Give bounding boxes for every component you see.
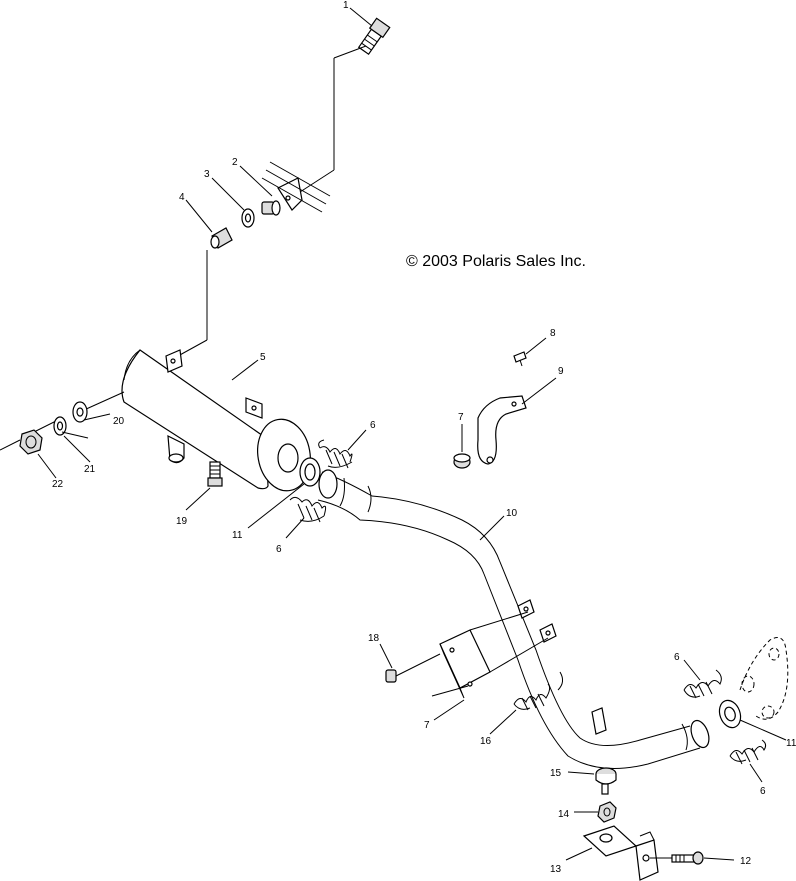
- callout-10: 10: [506, 508, 518, 519]
- callout-3: 3: [204, 169, 210, 180]
- leader-12: [703, 857, 735, 861]
- part-13-bracket: [582, 825, 659, 881]
- part-6-spring-right-lower: [729, 739, 767, 765]
- part-10-exhaust-pipe: [317, 469, 710, 769]
- part-9-bracket: [477, 395, 527, 465]
- callout-4: 4: [179, 192, 185, 203]
- leader-3: [211, 177, 245, 211]
- leader-8: [525, 337, 547, 355]
- leader-6d: [749, 763, 763, 783]
- part-1-bolt: [299, 17, 391, 193]
- part-5-muffler: [121, 349, 311, 492]
- leader-6b: [285, 517, 305, 539]
- part-3-washer: [241, 208, 255, 228]
- part-7-grommet: [453, 453, 471, 469]
- callout-6b: 6: [276, 544, 282, 555]
- callout-1: 1: [343, 0, 349, 11]
- callout-16: 16: [480, 736, 492, 747]
- part-6-spring-lower: [289, 496, 327, 523]
- callout-18: 18: [368, 633, 380, 644]
- callout-2: 2: [232, 157, 238, 168]
- part-11-gasket-upper: [299, 457, 321, 487]
- leader-6a: [347, 429, 367, 451]
- leader-22: [37, 453, 57, 479]
- part-4-spacer: [210, 227, 233, 249]
- part-20-washer: [72, 401, 88, 423]
- callout-7a: 7: [458, 412, 464, 423]
- leader-7b: [433, 699, 465, 721]
- leader-4: [185, 199, 213, 233]
- part-11-gasket-right: [718, 699, 742, 729]
- callout-12: 12: [740, 856, 752, 867]
- part-6-spring-upper: [318, 439, 353, 469]
- callout-20: 20: [113, 416, 125, 427]
- callout-5: 5: [260, 352, 266, 363]
- leader-11a: [247, 483, 305, 529]
- callout-6d: 6: [760, 786, 766, 797]
- callout-21: 21: [84, 464, 96, 475]
- callout-22: 22: [52, 479, 64, 490]
- part-7-block: [439, 629, 491, 699]
- leader-6c: [683, 659, 701, 681]
- callout-15: 15: [550, 768, 562, 779]
- callout-11a: 11: [232, 530, 243, 541]
- leader-5: [231, 359, 259, 381]
- part-2-bracket: [261, 161, 331, 216]
- copyright-text: © 2003 Polaris Sales Inc.: [406, 253, 586, 270]
- leader-13: [565, 847, 593, 861]
- leader-15: [567, 771, 595, 775]
- leader-18: [379, 643, 393, 669]
- callout-19: 19: [176, 516, 188, 527]
- leader-21: [61, 431, 89, 439]
- callout-7b: 7: [424, 720, 430, 731]
- callout-13: 13: [550, 864, 562, 875]
- part-21-lockwasher: [53, 416, 67, 436]
- leader-10: [479, 515, 505, 541]
- part-19-bolt: [207, 461, 223, 487]
- engine-flange-outline: [739, 637, 789, 720]
- part-14-nut: [597, 801, 617, 823]
- part-16-spring: [513, 683, 551, 711]
- leader-9: [521, 377, 557, 405]
- leader-2: [239, 165, 273, 197]
- part-18-bolt: [385, 653, 441, 683]
- callout-6c: 6: [674, 652, 680, 663]
- leader-11b: [739, 719, 787, 741]
- leader-20: [83, 413, 111, 421]
- part-6-spring-right-upper: [683, 669, 722, 699]
- callout-8: 8: [550, 328, 556, 339]
- leader-19: [185, 487, 211, 511]
- callout-14: 14: [558, 809, 570, 820]
- part-12-bolt: [650, 851, 704, 865]
- callout-6a: 6: [370, 420, 376, 431]
- leader-16: [489, 709, 517, 735]
- callout-11b: 11: [786, 738, 796, 749]
- part-22-nut: [19, 429, 43, 455]
- leader-1: [349, 7, 373, 27]
- part-15-rubber-mount: [595, 767, 617, 795]
- callout-9: 9: [558, 366, 564, 377]
- part-8-screw: [513, 351, 527, 367]
